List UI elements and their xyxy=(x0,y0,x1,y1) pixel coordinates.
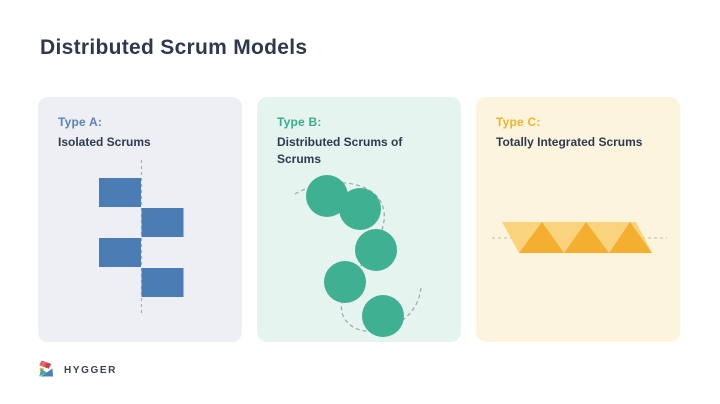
footer-logo: HYGGER xyxy=(38,360,117,378)
up-triangle xyxy=(519,222,564,253)
card-type-c-label: Type C: xyxy=(496,115,541,129)
scrum-circle xyxy=(306,175,348,217)
dashed-curve xyxy=(294,182,422,332)
scrum-square xyxy=(141,208,184,237)
scrum-circle xyxy=(362,295,404,337)
scrum-square xyxy=(141,268,184,297)
card-type-a: Type A: Isolated Scrums xyxy=(38,97,242,342)
scrum-circle xyxy=(355,229,397,271)
card-type-c: Type C: Totally Integrated Scrums xyxy=(476,97,680,342)
scrum-squares xyxy=(99,178,184,297)
scrum-square xyxy=(99,238,141,267)
cards-row: Type A: Isolated Scrums Type B: Distribu… xyxy=(38,97,680,342)
hygger-logo-text: HYGGER xyxy=(64,365,117,376)
triangle-strip-dark xyxy=(519,222,652,253)
scrum-square xyxy=(99,178,141,207)
card-type-b: Type B: Distributed Scrums of Scrums xyxy=(257,97,461,342)
card-type-b-label: Type B: xyxy=(277,115,322,129)
up-triangle xyxy=(609,222,652,253)
triangle-strip-light xyxy=(502,222,652,253)
scrum-circles xyxy=(306,175,404,337)
page-title: Distributed Scrum Models xyxy=(40,36,308,59)
card-type-c-title: Totally Integrated Scrums xyxy=(496,135,643,149)
hygger-logo-icon xyxy=(39,360,53,377)
up-triangle xyxy=(564,222,609,253)
card-type-a-label: Type A: xyxy=(58,115,103,129)
card-type-b-title: Distributed Scrums of Scrums xyxy=(277,135,403,166)
card-type-a-title: Isolated Scrums xyxy=(58,135,151,149)
scrum-circle xyxy=(324,261,366,303)
scrum-circle xyxy=(339,188,381,230)
